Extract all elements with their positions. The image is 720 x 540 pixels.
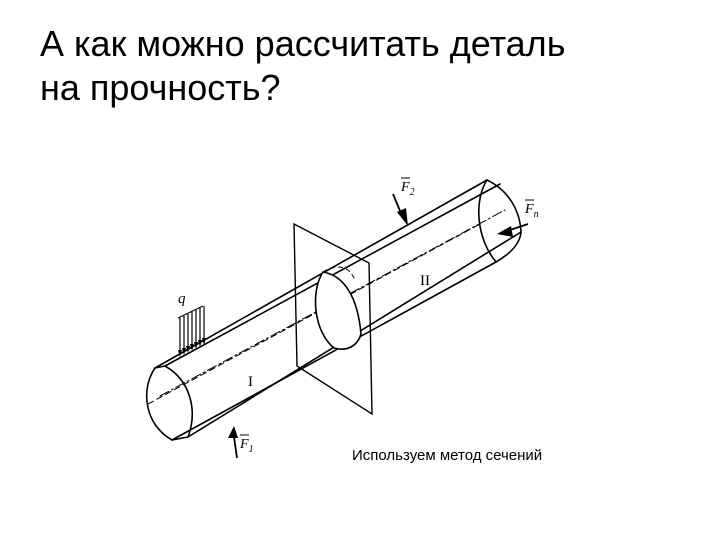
slide-title: А как можно рассчитать деталь на прочнос… xyxy=(40,22,700,110)
middle-section-hidden xyxy=(322,266,356,281)
label-f2: F2 xyxy=(400,180,415,198)
slide-caption: Используем метод сечений xyxy=(352,447,543,464)
label-fn: Fn xyxy=(524,202,539,220)
distributed-load-arrowheads xyxy=(178,338,206,357)
distributed-load-q xyxy=(177,305,205,355)
beam-hidden-line xyxy=(147,223,481,405)
force-fn-arrowhead xyxy=(497,226,513,237)
force-f1-arrowhead xyxy=(228,426,238,438)
label-q: q xyxy=(178,291,186,307)
force-f2-arrowhead xyxy=(397,208,408,226)
title-line-2: на прочность? xyxy=(40,67,281,108)
label-part-1: I xyxy=(248,374,253,390)
cutting-plane xyxy=(293,222,373,416)
middle-section xyxy=(314,271,362,350)
label-f1: F1 xyxy=(239,437,254,455)
beam-axis-line xyxy=(159,209,506,397)
beam-side-edge xyxy=(171,261,497,441)
left-end-section xyxy=(145,365,193,441)
label-part-2: II xyxy=(420,273,430,289)
title-line-1: А как можно рассчитать деталь xyxy=(40,23,566,64)
right-end-section xyxy=(477,179,522,263)
